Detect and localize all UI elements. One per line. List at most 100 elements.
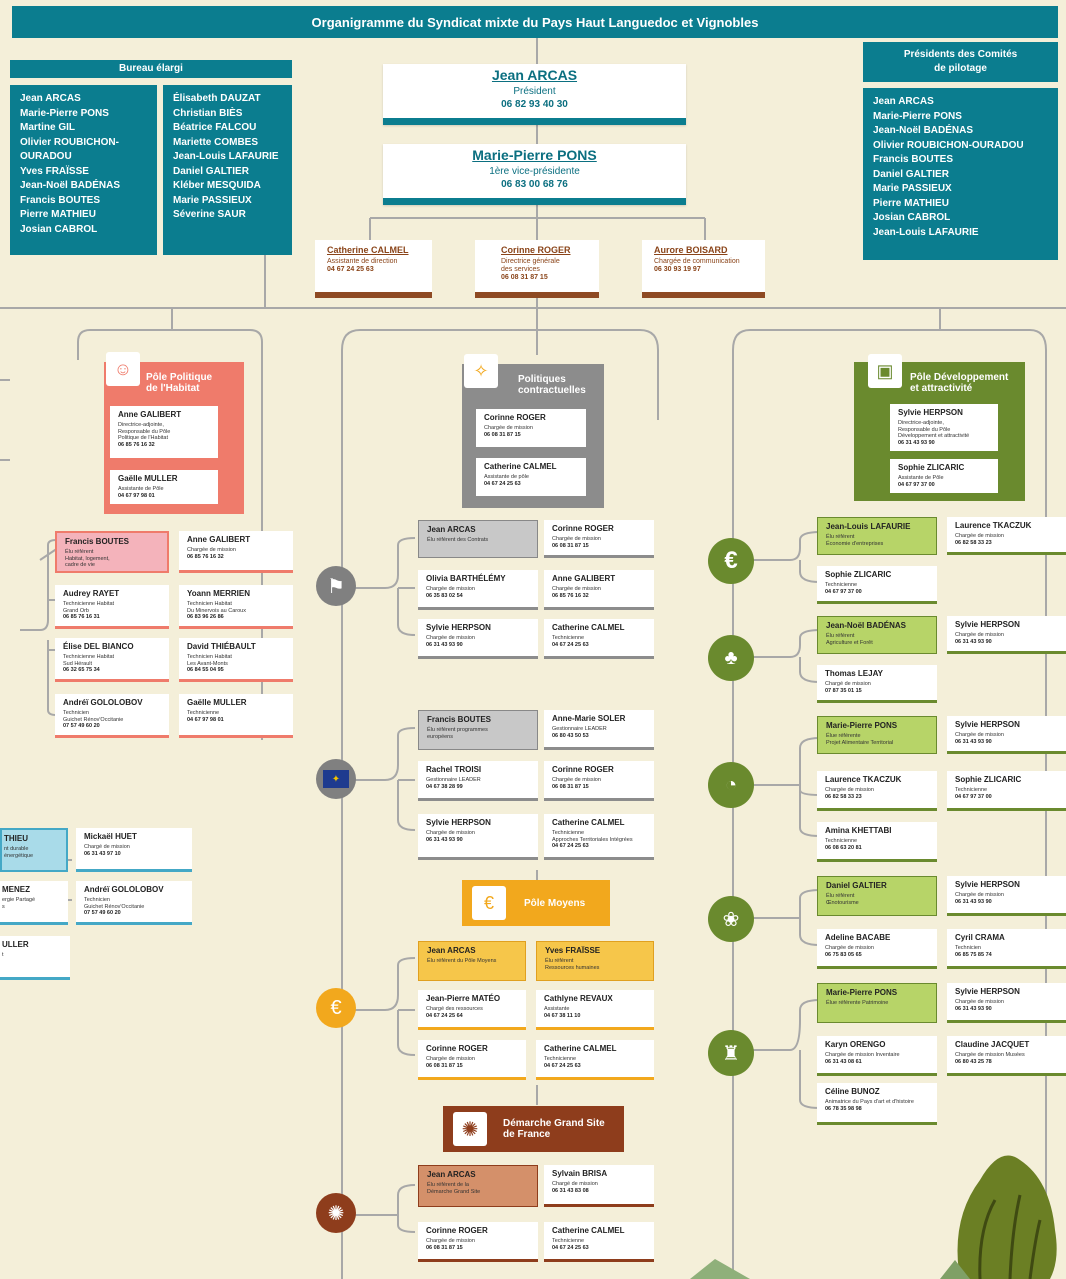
sunburst-icon: ✺ — [453, 1112, 487, 1146]
bureau-member: Jean-Louis LAFAURIE — [173, 151, 279, 162]
president-name: Jean ARCAS — [491, 67, 578, 83]
card-phone: 06 82 58 33 23 — [825, 793, 862, 800]
president-member: Pierre MATHIEU — [873, 197, 949, 209]
person-name: Anne GALIBERT — [118, 410, 182, 419]
president-member: Josian CABROL — [873, 212, 951, 223]
card-phone: 06 08 63 20 81 — [825, 844, 862, 851]
card-role: Élue référente Patrimoine — [826, 1000, 889, 1006]
card-name: Céline BUNOZ — [825, 1087, 880, 1096]
eu-flag-icon: ✦ — [316, 759, 356, 799]
card-role: Élu référent du Pôle Moyens — [427, 958, 497, 964]
card-name: Catherine CALMEL — [552, 818, 625, 827]
euro-icon: € — [708, 538, 754, 584]
card-phone: 06 32 65 75 34 — [63, 667, 100, 673]
card-name: Francis BOUTES — [65, 537, 130, 546]
card-name: Jean ARCAS — [427, 946, 476, 955]
card-name: Sylvie HERPSON — [426, 623, 491, 632]
card-name: Jean-Pierre MATÉO — [426, 994, 501, 1003]
card-name: Cyril CRAMA — [955, 933, 1005, 942]
card-name: Sylvie HERPSON — [955, 620, 1020, 629]
lightbulb-icon: ✧ — [464, 354, 498, 388]
card-name: Adeline BACABE — [825, 933, 891, 942]
card-role: Chargée de mission — [426, 635, 475, 641]
card-role: Chargée de mission Inventaire — [825, 1052, 900, 1058]
pole-title: Pôle Développement et attractivité — [910, 372, 1009, 394]
card-role: nt durable énergétique — [4, 846, 34, 859]
sunburst-icon: ✺ — [316, 1193, 356, 1233]
card-phone: 06 83 96 26 86 — [187, 614, 224, 620]
card-phone: 06 31 43 93 90 — [955, 898, 992, 905]
card-name: Francis BOUTES — [427, 715, 492, 724]
card-role: Chargée de mission — [187, 547, 236, 553]
card-role: Chargé de mission — [84, 844, 130, 850]
card-role: Technicienne Habitat Sud Hérault — [63, 654, 115, 667]
card-phone: 04 67 97 37 00 — [825, 588, 862, 595]
family-icon: ☺ — [106, 352, 140, 386]
pole-habitat: ☺ Pôle Politique de l'Habitat Anne GALIB… — [104, 352, 244, 514]
bureau-member: Séverine SAUR — [173, 209, 246, 220]
card-phone: 06 84 55 04 95 — [187, 667, 224, 673]
card-name: Marie-Pierre PONS — [826, 721, 898, 730]
staff-phone: 06 08 31 87 15 — [501, 274, 548, 281]
card-phone: 04 67 24 25 64 — [426, 1012, 463, 1019]
coins-icon: € — [472, 886, 506, 920]
card-phone: 06 31 43 08 61 — [825, 1058, 862, 1065]
card-name: Corinne ROGER — [426, 1226, 488, 1235]
card-role: Technicienne — [825, 838, 858, 844]
card-phone: 06 08 31 87 15 — [552, 783, 589, 790]
card-phone: 06 75 83 05 65 — [825, 951, 862, 958]
card-name: Sylvie HERPSON — [955, 720, 1020, 729]
card-phone: 06 85 76 16 32 — [552, 592, 589, 599]
card-role: Élu référent Œnotourisme — [826, 893, 859, 906]
person-phone: 06 85 76 16 32 — [118, 441, 155, 448]
card-name: Jean ARCAS — [427, 525, 476, 534]
pole-person: Sylvie HERPSON Directrice-adjointe, Resp… — [890, 404, 998, 451]
card-role: Chargé de mission — [552, 1181, 598, 1187]
card-role: Technicienne — [825, 582, 858, 588]
card-role: Animatrice du Pays d'art et d'histoire — [825, 1099, 914, 1105]
person-phone: 04 67 97 98 01 — [118, 492, 155, 499]
card-name: Jean ARCAS — [427, 1170, 476, 1179]
card-role: Chargée de mission — [955, 999, 1004, 1005]
card-phone: 06 31 43 93 90 — [426, 836, 463, 843]
card-name: Andréï GOLOLOBOV — [84, 885, 164, 894]
person-role: Directrice-adjointe, Responsable du Pôle… — [118, 422, 171, 441]
card-phone: 06 31 43 97 10 — [84, 850, 121, 857]
card-name: Anne GALIBERT — [552, 574, 616, 583]
card-role: Technicienne Approches Territoriales Int… — [552, 830, 633, 843]
card-role: Élu référent Agriculture et Forêt — [826, 633, 873, 646]
eu-stars: ✦ — [323, 770, 349, 788]
card-role: Chargée de mission — [426, 830, 475, 836]
tree-illustration — [940, 1155, 1057, 1279]
card-name: Thomas LEJAY — [825, 669, 883, 678]
bureau-member: Jean-Noël BADÉNAS — [20, 180, 121, 191]
card-phone: 04 67 38 11 10 — [544, 1012, 581, 1019]
card-name: Yoann MERRIEN — [187, 589, 250, 598]
card-phone: 06 31 43 93 90 — [955, 1005, 992, 1012]
card-role: Chargée de mission — [552, 536, 601, 542]
card-role: Technicienne — [955, 787, 988, 793]
coins-icon: € — [316, 988, 356, 1028]
briefcase-icon: ▣ — [868, 354, 902, 388]
card-name: Rachel TROISI — [426, 765, 482, 774]
pole-title: Démarche Grand Site de France — [503, 1118, 605, 1140]
